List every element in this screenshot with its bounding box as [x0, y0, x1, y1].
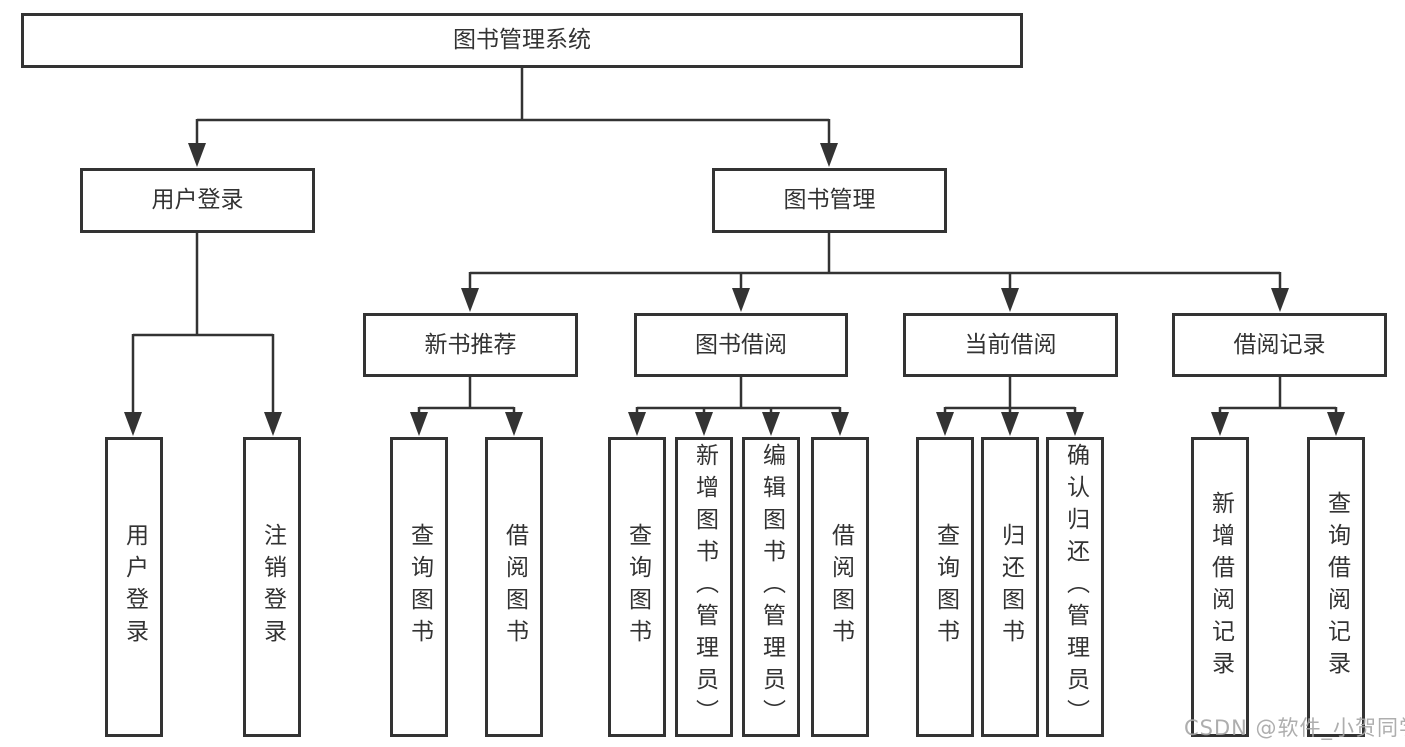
node-label: 当前借阅 — [964, 331, 1057, 358]
leaf-query-borrow-record: 查询借阅记录 — [1307, 437, 1365, 737]
node-label: 图书管理系统 — [453, 27, 591, 53]
leaf-confirm-return-admin: 确认归还（管理员） — [1046, 437, 1104, 737]
leaf-label: 新增图书（管理员） — [691, 443, 718, 731]
node-book-borrow: 图书借阅 — [634, 313, 848, 377]
leaf-borrow-books-recommend: 借阅图书 — [485, 437, 543, 737]
leaf-label: 查询借阅记录 — [1323, 491, 1350, 683]
leaf-query-books-borrow: 查询图书 — [608, 437, 666, 737]
leaf-add-books-admin: 新增图书（管理员） — [675, 437, 733, 737]
leaf-label: 编辑图书（管理员） — [758, 443, 785, 731]
leaf-label: 查询图书 — [406, 523, 433, 651]
leaf-label: 查询图书 — [932, 523, 959, 651]
node-book-management: 图书管理 — [712, 168, 947, 233]
node-label: 新书推荐 — [424, 331, 517, 358]
node-label: 图书管理 — [783, 187, 876, 213]
node-user-login: 用户登录 — [80, 168, 315, 233]
node-label: 用户登录 — [151, 187, 244, 213]
node-root-system: 图书管理系统 — [21, 13, 1023, 68]
node-current-borrow: 当前借阅 — [903, 313, 1118, 377]
leaf-label: 用户登录 — [121, 523, 148, 651]
leaf-query-books-current: 查询图书 — [916, 437, 974, 737]
leaf-borrow-books: 借阅图书 — [811, 437, 869, 737]
leaf-label: 新增借阅记录 — [1207, 491, 1234, 683]
leaf-query-books-recommend: 查询图书 — [390, 437, 448, 737]
node-new-book-recommend: 新书推荐 — [363, 313, 578, 377]
leaf-label: 查询图书 — [624, 523, 651, 651]
leaf-label: 确认归还（管理员） — [1062, 443, 1089, 731]
leaf-label: 注销登录 — [259, 523, 286, 651]
node-label: 图书借阅 — [695, 331, 787, 358]
node-borrow-records: 借阅记录 — [1172, 313, 1387, 377]
leaf-label: 归还图书 — [997, 523, 1024, 651]
watermark-text: CSDN @软件_小贺同学 — [1184, 716, 1405, 740]
leaf-return-books: 归还图书 — [981, 437, 1039, 737]
leaf-label: 借阅图书 — [827, 523, 854, 651]
leaf-logout: 注销登录 — [243, 437, 301, 737]
node-label: 借阅记录 — [1233, 331, 1326, 358]
leaf-edit-books-admin: 编辑图书（管理员） — [742, 437, 800, 737]
leaf-user-login: 用户登录 — [105, 437, 163, 737]
leaf-add-borrow-record: 新增借阅记录 — [1191, 437, 1249, 737]
leaf-label: 借阅图书 — [501, 523, 528, 651]
